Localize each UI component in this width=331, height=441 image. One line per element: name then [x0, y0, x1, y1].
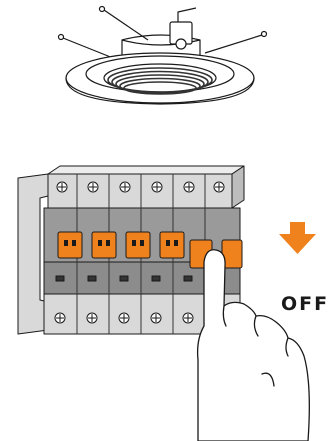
recessed-light-fixture	[59, 7, 267, 105]
breaker-toggle-2	[92, 232, 116, 258]
fixture-trim-ring	[66, 53, 254, 104]
hand-flipping-breaker	[198, 250, 310, 441]
breaker-toggle-1	[58, 232, 82, 258]
off-arrow-icon	[279, 222, 316, 254]
top-terminal-block	[48, 174, 232, 208]
breaker-toggle-3	[126, 232, 150, 258]
breaker-toggle-4	[160, 232, 184, 258]
off-label: OFF	[281, 293, 329, 315]
